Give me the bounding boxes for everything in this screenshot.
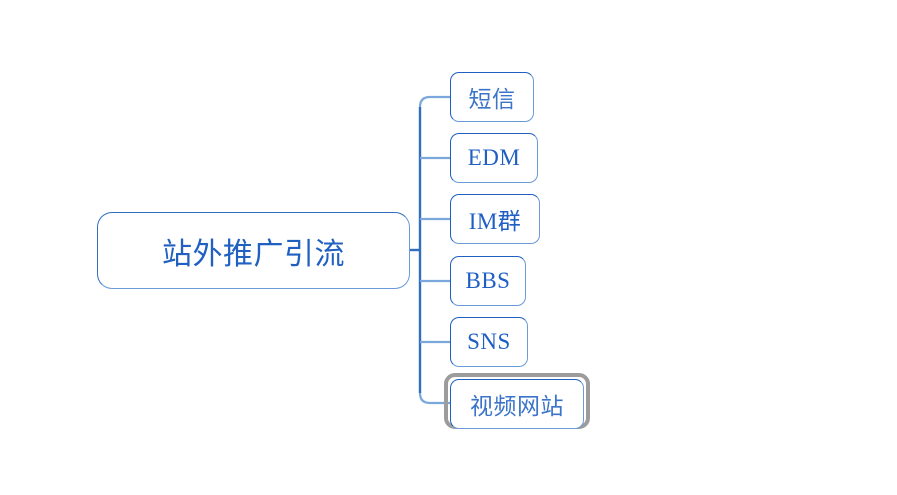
child-node-edm[interactable]: EDM — [450, 133, 538, 183]
root-node-label: 站外推广引流 — [162, 237, 345, 271]
child-node-im-group[interactable]: IM群 — [450, 194, 540, 244]
child-node-video-sites[interactable]: 视频网站 — [450, 379, 584, 429]
child-node-label: EDM — [467, 145, 521, 170]
child-node-sms[interactable]: 短信 — [450, 72, 534, 122]
root-node[interactable]: 站外推广引流 — [97, 212, 410, 289]
child-node-label: 短信 — [468, 87, 516, 112]
child-node-label: 视频网站 — [470, 394, 564, 419]
child-node-bbs[interactable]: BBS — [450, 256, 526, 306]
child-node-label: SNS — [467, 329, 511, 354]
child-node-label: BBS — [465, 268, 511, 293]
child-node-label: IM群 — [468, 209, 522, 234]
child-node-sns[interactable]: SNS — [450, 317, 528, 367]
